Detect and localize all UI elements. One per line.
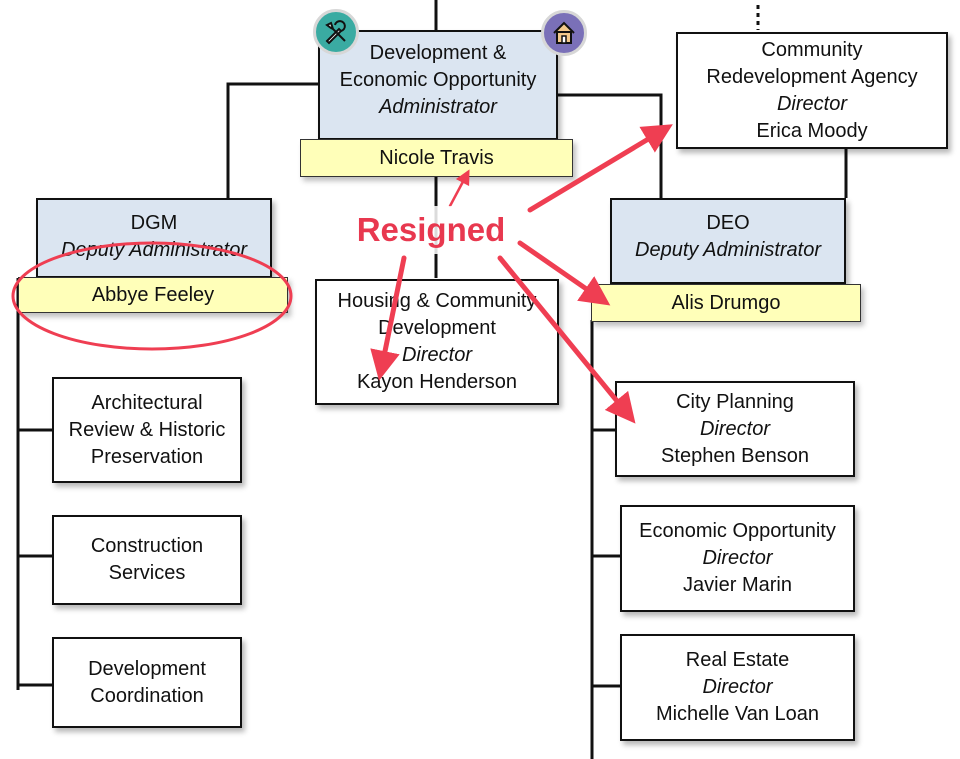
cra-box[interactable]: Community Redevelopment Agency Director … [676, 32, 948, 149]
econ-title: Director [702, 547, 773, 569]
devcoord-line1: Development [88, 657, 206, 680]
cra-line2: Redevelopment Agency [706, 65, 918, 88]
deo-box[interactable]: DEO Deputy Administrator [610, 198, 846, 284]
devcoord-line2: Coordination [90, 684, 204, 707]
planning-box[interactable]: City Planning Director Stephen Benson [615, 381, 855, 477]
arch-line1: Architectural [91, 391, 203, 414]
admin-box[interactable]: Development & Economic Opportunity Admin… [318, 30, 558, 140]
housing-box[interactable]: Housing & Community Development Director… [315, 279, 559, 405]
cra-line1: Community [761, 38, 863, 61]
planning-title: Director [699, 417, 770, 440]
planning-name: Stephen Benson [661, 444, 809, 467]
planning-line1: City Planning [676, 390, 794, 413]
construction-box[interactable]: Construction Services [52, 515, 242, 605]
arch-box[interactable]: Architectural Review & Historic Preserva… [52, 377, 242, 483]
econ-name: Javier Marin [683, 574, 792, 596]
cra-name: Erica Moody [756, 119, 868, 142]
admin-title: Administrator [379, 96, 497, 118]
arch-line2: Review & Historic [68, 418, 226, 441]
house-icon [541, 10, 587, 56]
dgm-title: Deputy Administrator [61, 239, 247, 261]
deo-label: DEO [706, 212, 750, 234]
admin-name[interactable]: Nicole Travis [300, 139, 573, 177]
cra-title: Director [776, 92, 847, 115]
realestate-name: Michelle Van Loan [655, 703, 820, 725]
resigned-label: Resigned [348, 206, 514, 254]
construction-line1: Construction [90, 535, 204, 557]
admin-line2: Economic Opportunity [339, 69, 537, 91]
dgm-label: DGM [130, 212, 178, 234]
dgm-name[interactable]: Abbye Feeley [18, 277, 288, 313]
econ-box[interactable]: Economic Opportunity Director Javier Mar… [620, 505, 855, 612]
construction-line2: Services [108, 562, 186, 584]
housing-name: Kayon Henderson [356, 371, 518, 393]
housing-title: Director [401, 344, 472, 366]
realestate-title: Director [702, 676, 773, 698]
deo-name[interactable]: Alis Drumgo [591, 284, 861, 322]
admin-line1: Development & [369, 42, 507, 64]
tools-icon [313, 9, 359, 55]
housing-line1: Housing & Community [337, 290, 537, 312]
devcoord-box[interactable]: Development Coordination [52, 637, 242, 728]
dgm-box[interactable]: DGM Deputy Administrator [36, 198, 272, 278]
arch-line3: Preservation [90, 445, 204, 468]
housing-line2: Development [378, 317, 496, 339]
realestate-box[interactable]: Real Estate Director Michelle Van Loan [620, 634, 855, 741]
deo-title: Deputy Administrator [635, 239, 821, 261]
realestate-line1: Real Estate [685, 649, 790, 671]
econ-line1: Economic Opportunity [639, 520, 836, 542]
